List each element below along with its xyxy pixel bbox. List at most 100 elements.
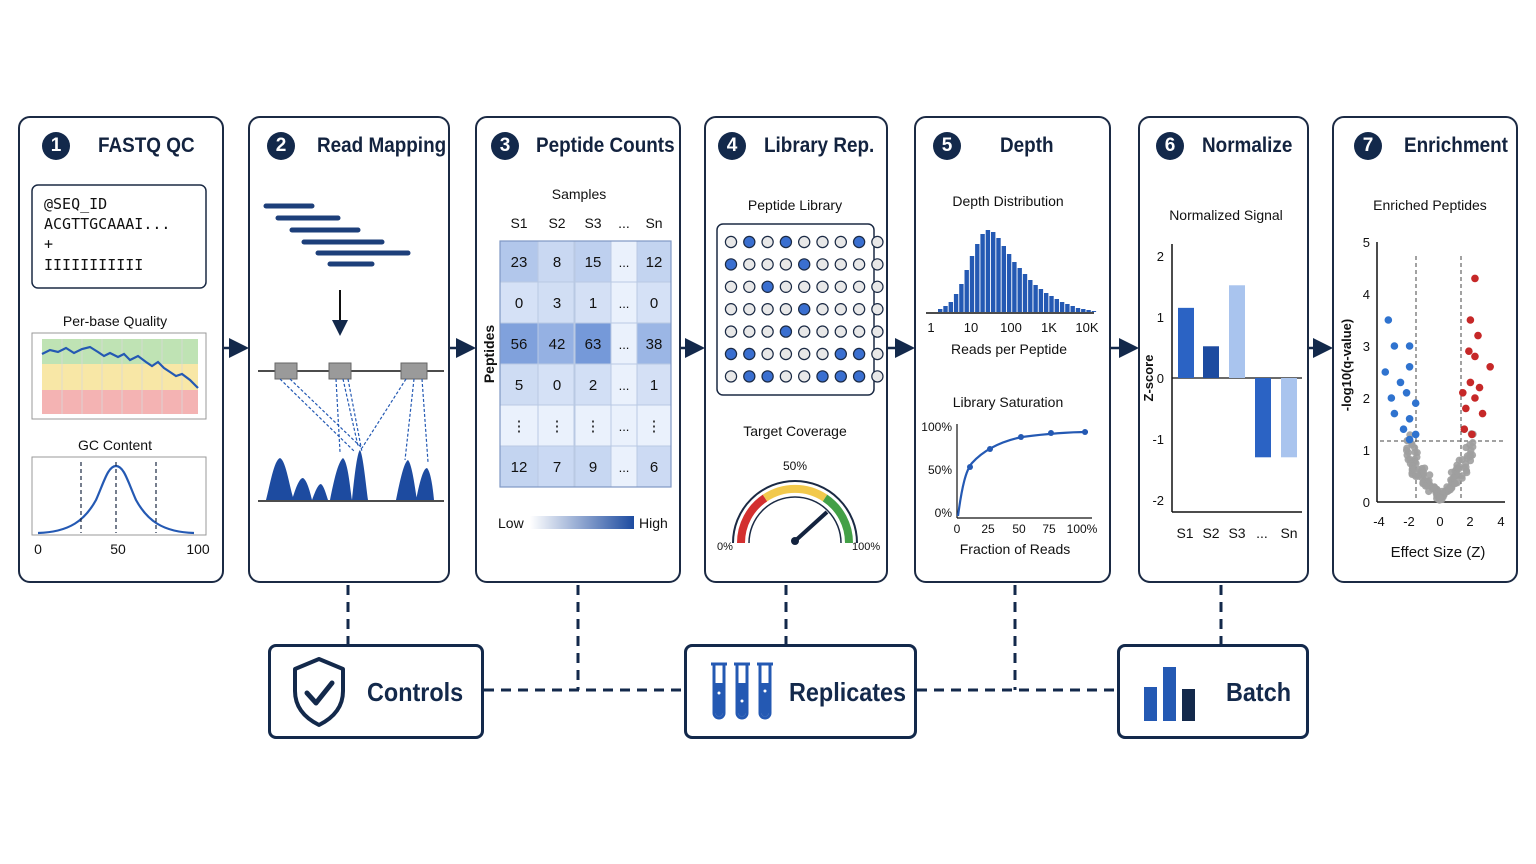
library-dot-grid	[724, 235, 884, 383]
sat-ytick: 50%	[928, 463, 952, 477]
count-column-header: S1	[510, 215, 527, 231]
count-value: 42	[549, 336, 566, 353]
volcano-point-nonsig	[1426, 471, 1434, 479]
sat-xtick: 25	[981, 522, 995, 536]
library-dot	[798, 280, 811, 293]
histogram-bar	[1044, 293, 1049, 312]
count-value: 38	[646, 336, 663, 353]
count-value: 9	[589, 459, 597, 476]
histogram-bar	[1001, 246, 1006, 312]
volcano-ytick: 1	[1363, 443, 1370, 458]
volcano-point-depleted	[1405, 363, 1414, 371]
library-dot	[834, 303, 848, 316]
depth-tick: 10K	[1075, 320, 1098, 335]
z-score-bar	[1178, 307, 1194, 378]
library-dot	[834, 280, 848, 293]
volcano-point-enriched	[1486, 363, 1494, 371]
count-cell	[574, 281, 612, 324]
volcano-xtick: 4	[1497, 514, 1504, 529]
count-cell	[537, 363, 575, 406]
library-dot	[816, 325, 829, 338]
depth-tick: 1K	[1041, 320, 1057, 335]
library-dot	[871, 280, 884, 293]
step-badge: 3	[491, 132, 519, 160]
count-cell	[574, 404, 612, 447]
histogram-bar	[1075, 308, 1081, 312]
count-value: 15	[585, 254, 602, 271]
library-dot	[779, 347, 793, 361]
library-dot	[834, 258, 848, 271]
library-dot	[724, 280, 738, 293]
heat-legend-low: Low	[498, 515, 525, 531]
count-cell	[636, 363, 672, 406]
peptides-axis-label: Peptides	[481, 325, 497, 384]
count-value: ...	[619, 296, 630, 311]
histogram-bar	[1028, 280, 1033, 312]
volcano-point-depleted	[1411, 430, 1420, 439]
volcano-xtick: 0	[1436, 514, 1443, 529]
normalize-category: S1	[1176, 525, 1193, 541]
histogram-bar	[953, 294, 959, 312]
step-badge: 5	[933, 132, 961, 160]
library-dot	[871, 235, 884, 249]
count-cell	[537, 281, 575, 324]
library-dot	[761, 258, 774, 271]
library-dot	[816, 280, 829, 293]
volcano-point-enriched	[1466, 316, 1475, 324]
volcano-xtick: -2	[1403, 514, 1415, 529]
library-dot	[743, 258, 756, 271]
count-value: 6	[650, 459, 658, 476]
volcano-x-ticks: -4 -2 0 2 4	[1373, 514, 1504, 529]
library-dot	[724, 325, 738, 338]
count-matrix-border	[499, 240, 672, 488]
volcano-point-depleted	[1405, 415, 1414, 423]
volcano-point-enriched	[1478, 409, 1487, 418]
saturation-y-ticks: 100% 50% 0%	[921, 420, 952, 520]
volcano-ylabel: -log10(q-value)	[1339, 319, 1354, 411]
library-dot	[779, 235, 793, 249]
volcano-point-nonsig	[1451, 479, 1459, 487]
library-dot	[852, 235, 866, 249]
volcano-point-enriched	[1471, 352, 1479, 361]
depth-tick: 1	[927, 320, 934, 335]
depth-xlabel: Reads per Peptide	[951, 341, 1067, 357]
controls-label: Controls	[367, 677, 464, 707]
histogram-bar	[985, 230, 991, 312]
count-value: ⋮	[647, 418, 662, 435]
volcano-point-depleted	[1387, 394, 1396, 402]
step-badge: 2	[267, 132, 295, 160]
gc-tick: 50	[110, 541, 126, 557]
fastq-line: @SEQ_ID	[44, 195, 107, 213]
volcano-point-depleted	[1390, 409, 1399, 418]
depth-tick: 100	[1000, 320, 1022, 335]
zscore-axis-label: Z-score	[1141, 355, 1156, 402]
volcano-point-enriched	[1475, 383, 1484, 392]
library-dot	[761, 347, 774, 361]
histogram-bar	[1054, 299, 1059, 312]
count-value: ⋮	[586, 418, 601, 435]
count-column-header: S2	[548, 215, 565, 231]
library-dot	[724, 235, 738, 249]
count-column-header: ...	[618, 215, 630, 231]
count-column-header: S3	[584, 215, 601, 231]
volcano-point-depleted	[1384, 316, 1393, 324]
count-cell	[610, 322, 638, 365]
volcano-axes	[1376, 242, 1505, 503]
library-dot	[743, 370, 756, 383]
volcano-point-enriched	[1466, 378, 1475, 387]
library-dot	[816, 258, 829, 271]
gauge-mid: 50%	[783, 459, 807, 473]
volcano-point-enriched	[1471, 394, 1479, 402]
histogram-bar	[975, 244, 980, 312]
library-dot	[852, 325, 866, 338]
sequencing-reads	[263, 203, 411, 267]
library-dot	[761, 325, 774, 338]
step-title: Peptide Counts	[536, 134, 675, 157]
count-value: ⋮	[512, 418, 527, 435]
step-title: Depth	[1000, 134, 1054, 157]
library-dot	[871, 370, 884, 383]
count-value: 12	[646, 254, 663, 271]
step-title: Enrichment	[1404, 134, 1508, 157]
gc-tick: 0	[34, 541, 42, 557]
library-dot	[871, 347, 884, 361]
